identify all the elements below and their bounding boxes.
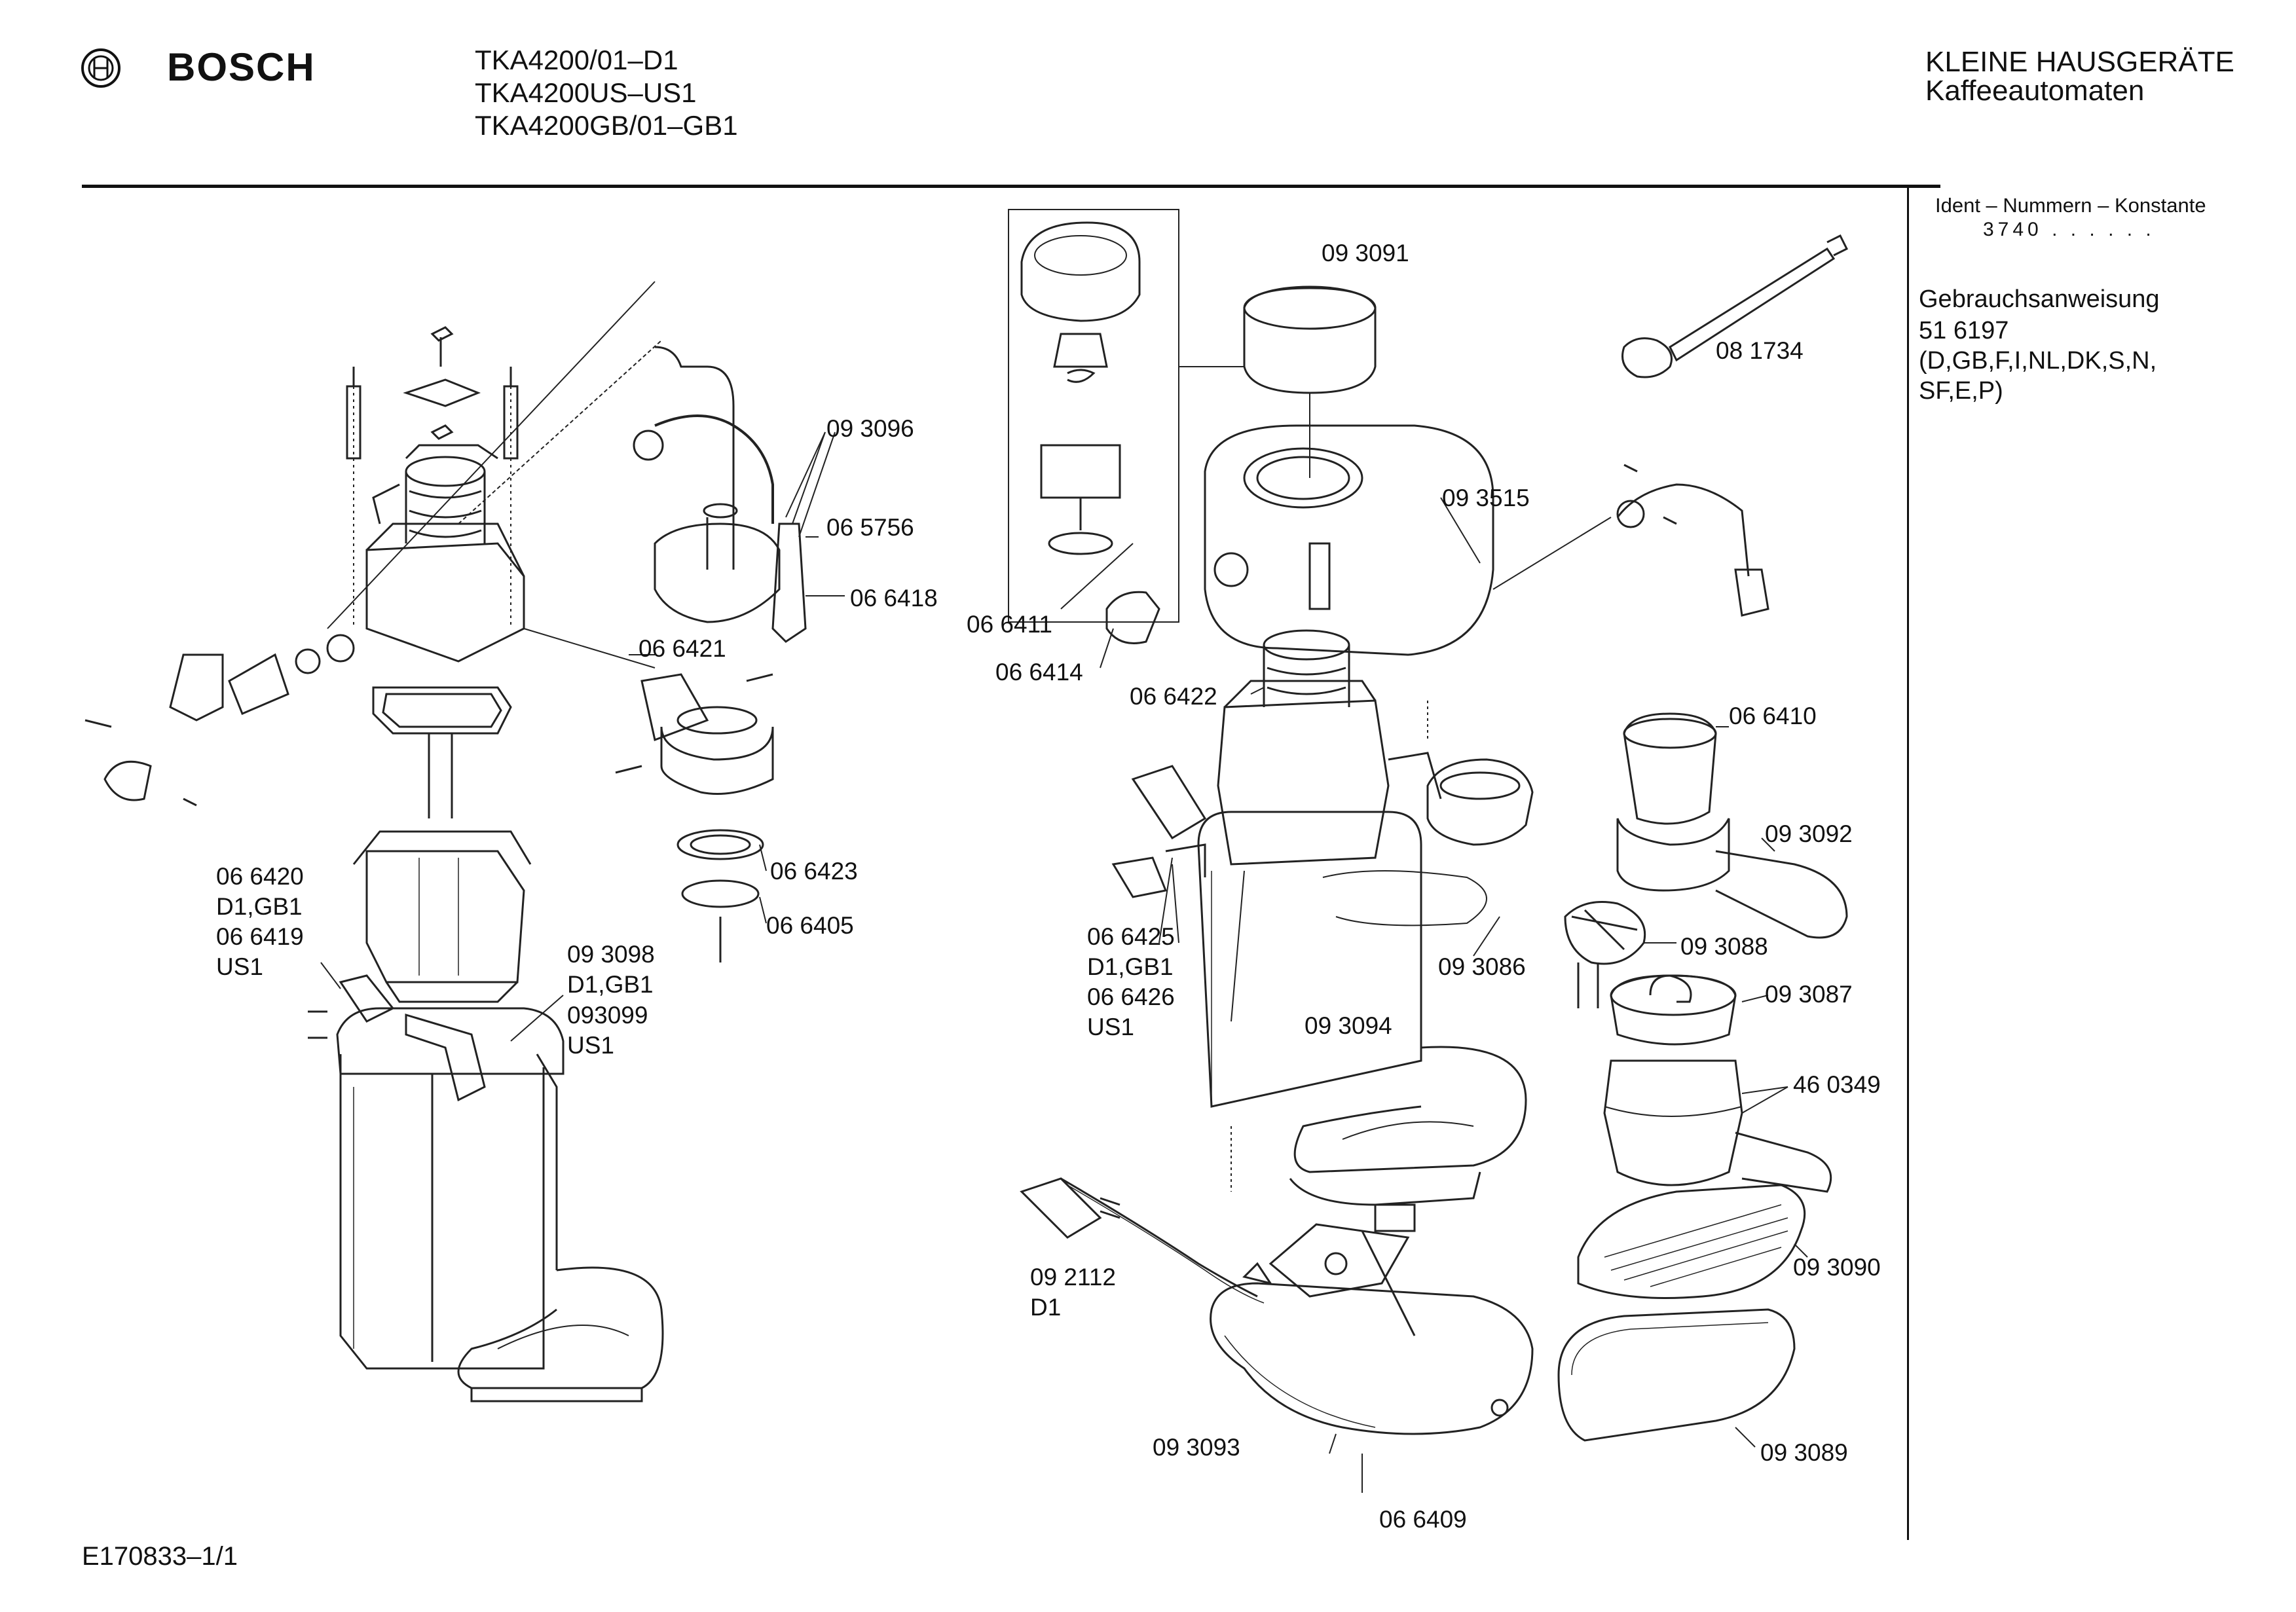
left-filter-basket [354,832,530,1002]
middle-top-cover [1205,426,1493,655]
part-label-093093: 09 3093 [1153,1434,1240,1461]
left-drip-tray [458,1268,663,1401]
left-riser-tube [429,733,452,818]
middle-main-housing [1198,812,1526,1205]
right-coffee-scoop [1623,236,1847,377]
document-code: E170833–1/1 [82,1542,238,1571]
part-label-066419: 06 6419 [216,923,304,950]
manual-languages-2: SF,E,P) [1919,377,2003,405]
variant-label-us1-a: US1 [216,953,263,980]
left-steam-valve [85,635,354,805]
part-label-093096: 09 3096 [826,415,914,442]
left-leader-lines [321,282,845,1041]
manual-title: Gebrauchsanweisung [1919,285,2160,313]
variant-label-d1: D1 [1030,1294,1062,1321]
part-label-093090: 09 3090 [1793,1254,1881,1281]
bosch-logo-icon [81,48,120,88]
middle-water-cap-inset [1022,223,1139,554]
part-label-066426: 06 6426 [1087,983,1175,1010]
middle-exploded-inset-box [1009,210,1244,622]
part-label-065756: 06 5756 [826,514,914,541]
left-steam-pipe [634,347,805,642]
middle-brew-head [1323,753,1532,925]
right-drip-grid [1578,1185,1805,1298]
part-label-093086: 09 3086 [1438,953,1526,980]
part-label-066411: 06 6411 [967,611,1052,638]
brand-name: BOSCH [167,45,316,89]
ident-title: Ident – Nummern – Konstante [1935,194,2206,217]
part-label-066405: 06 6405 [766,912,854,939]
right-carafe [1604,976,1831,1192]
right-grinder-part [1565,902,1645,1009]
model-number-1: TKA4200/01–D1 [475,45,678,75]
left-boiler-housing [367,445,524,661]
part-label-066418: 06 6418 [850,585,938,612]
left-portafilter-holder [616,674,773,794]
variant-label-d1gb1-c: D1,GB1 [1087,953,1174,980]
part-label-093515: 09 3515 [1442,485,1530,511]
part-label-093094: 09 3094 [1305,1012,1392,1039]
variant-label-us1-c: US1 [1087,1014,1134,1040]
variant-label-d1gb1-a: D1,GB1 [216,893,303,920]
manual-languages-1: (D,GB,F,I,NL,DK,S,N, [1919,347,2157,375]
middle-boiler-block [1218,631,1388,864]
right-drip-tray [1559,1310,1794,1440]
model-number-2: TKA4200US–US1 [475,77,697,108]
part-label-093089: 09 3089 [1760,1439,1848,1466]
part-label-066422: 06 6422 [1130,683,1217,710]
middle-base-plate [1211,1205,1532,1434]
right-leader-lines [1644,727,1807,1447]
part-label-093088: 09 3088 [1680,933,1768,960]
part-label-066421: 06 6421 [639,635,726,662]
middle-water-cap [1244,287,1375,478]
middle-steam-pipe [1618,465,1768,615]
model-number-3: TKA4200GB/01–GB1 [475,110,738,141]
part-label-066420: 06 6420 [216,863,304,890]
part-label-066414: 06 6414 [995,659,1083,686]
right-filter-holder [1618,714,1847,938]
part-label-081734: 08 1734 [1716,337,1804,364]
left-sieve-and-ring [678,830,763,962]
left-gasket [373,687,511,733]
part-label-093092: 09 3092 [1765,820,1853,847]
part-label-066425: 06 6425 [1087,923,1175,950]
left-switch-assembly [308,976,485,1100]
part-label-093087: 09 3087 [1765,981,1853,1008]
part-label-066423: 06 6423 [770,858,858,885]
middle-knob [1107,592,1159,643]
category-subtitle: Kaffeeautomaten [1925,75,2145,107]
left-water-tank [337,1008,563,1368]
part-label-093098: 09 3098 [567,941,655,968]
part-label-092112: 09 2112 [1030,1264,1116,1291]
variant-label-d1gb1-b: D1,GB1 [567,971,654,998]
part-label-066410: 06 6410 [1729,703,1817,729]
part-label-093091: 09 3091 [1322,240,1409,266]
sidebar-divider [1907,188,1909,1540]
variant-label-us1-b: US1 [567,1032,614,1059]
header-divider [82,185,1940,188]
category-title: KLEINE HAUSGERÄTE [1925,46,2234,78]
part-label-460349: 46 0349 [1793,1071,1881,1098]
part-label-093099: 093099 [567,1002,648,1029]
left-brew-head [655,504,779,622]
ident-value: 3740 . . . . . . [1983,219,2155,240]
middle-leader-lines [1061,498,1611,1493]
middle-switch-assembly [1113,766,1205,897]
manual-number: 51 6197 [1919,317,2009,344]
left-screws-top [347,327,517,458]
part-label-066409: 06 6409 [1379,1506,1467,1533]
